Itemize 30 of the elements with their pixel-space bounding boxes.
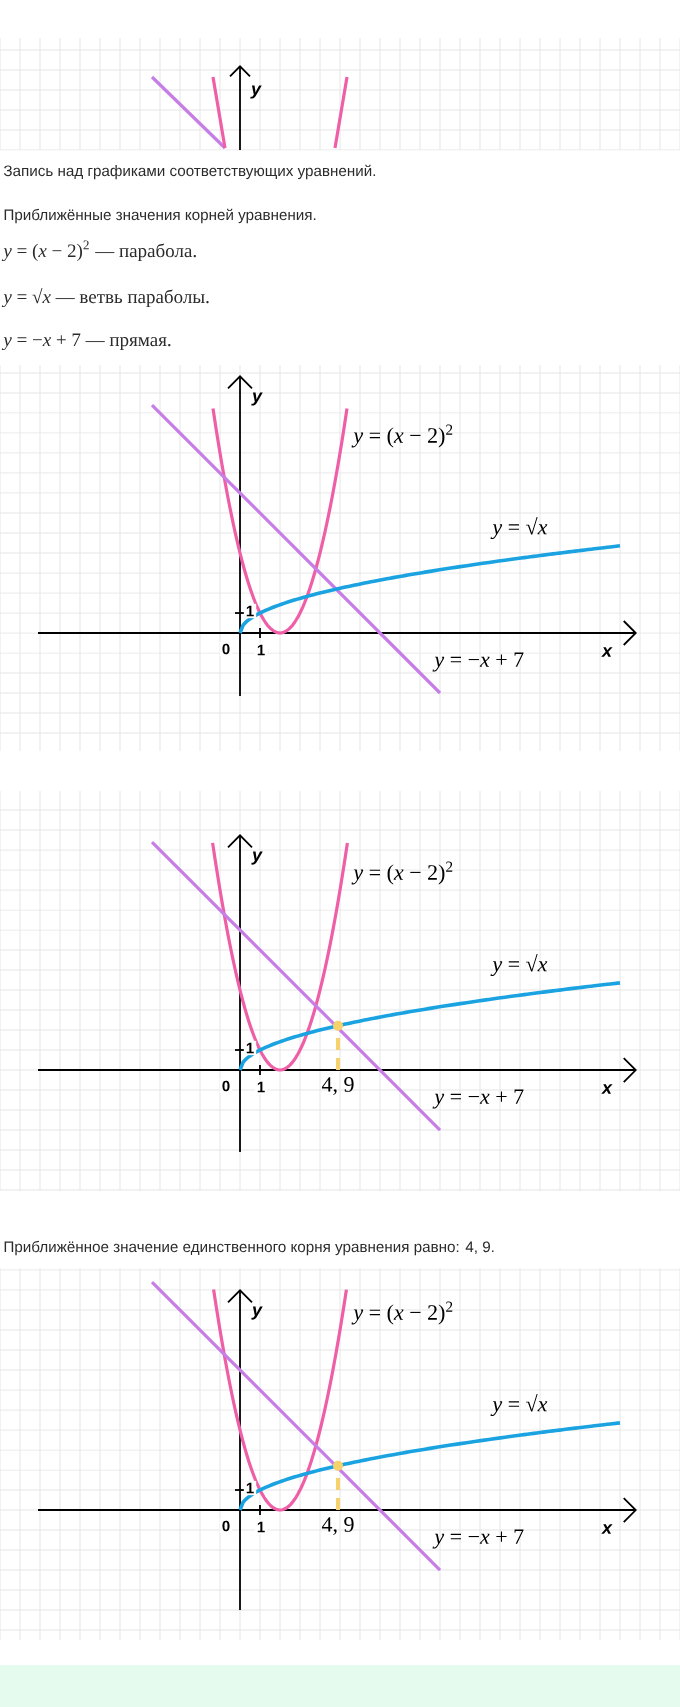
formula-line: y = (x − 2)$^{2}$ — парабола. (1, 240, 196, 262)
axis-label: y (250, 85, 262, 99)
formula-label: y = √x (490, 953, 548, 977)
tick-label: 1 (243, 1480, 257, 1496)
formula-label: y = √x (490, 516, 548, 540)
tick-label: 1 (243, 603, 257, 619)
formula-label: y = (x − 2)$^{2}$ (351, 1301, 453, 1325)
axis-label: y (251, 851, 263, 865)
axis-label: x (601, 1524, 613, 1534)
tick-label: 4, 9 (321, 1077, 354, 1095)
axis-label: y (251, 1306, 263, 1320)
tick-label: 4, 9 (321, 1517, 354, 1535)
text-line: Приближённое значение единственного корня уравнения равно: 4, 9. (4, 1240, 494, 1256)
tick-label: 1 (254, 642, 268, 658)
axis-label: x (601, 1084, 613, 1094)
tick-label: 1 (243, 1040, 257, 1056)
formula-label: y = (x − 2)$^{2}$ (351, 424, 453, 448)
formula-label: y = −x + 7 (432, 652, 524, 672)
tick-label: 1 (254, 1519, 268, 1535)
formula-label: y = −x + 7 (432, 1089, 524, 1109)
text-line: Приближённые значения корней уравнения. (4, 208, 316, 224)
formula-label: y = √x (490, 1393, 548, 1417)
axis-label: y (251, 392, 263, 406)
formula-label: y = −x + 7 (432, 1529, 524, 1549)
formula-line: y = √x — ветвь параболы. (1, 288, 209, 308)
text-line: Запись над графиками соответствующих уравнений. (3, 164, 376, 180)
formula-label: y = (x − 2)$^{2}$ (351, 861, 453, 885)
axis-label: x (601, 647, 613, 657)
formula-line: y = −x + 7 — прямая. (1, 333, 171, 351)
tick-label: 1 (254, 1079, 268, 1095)
